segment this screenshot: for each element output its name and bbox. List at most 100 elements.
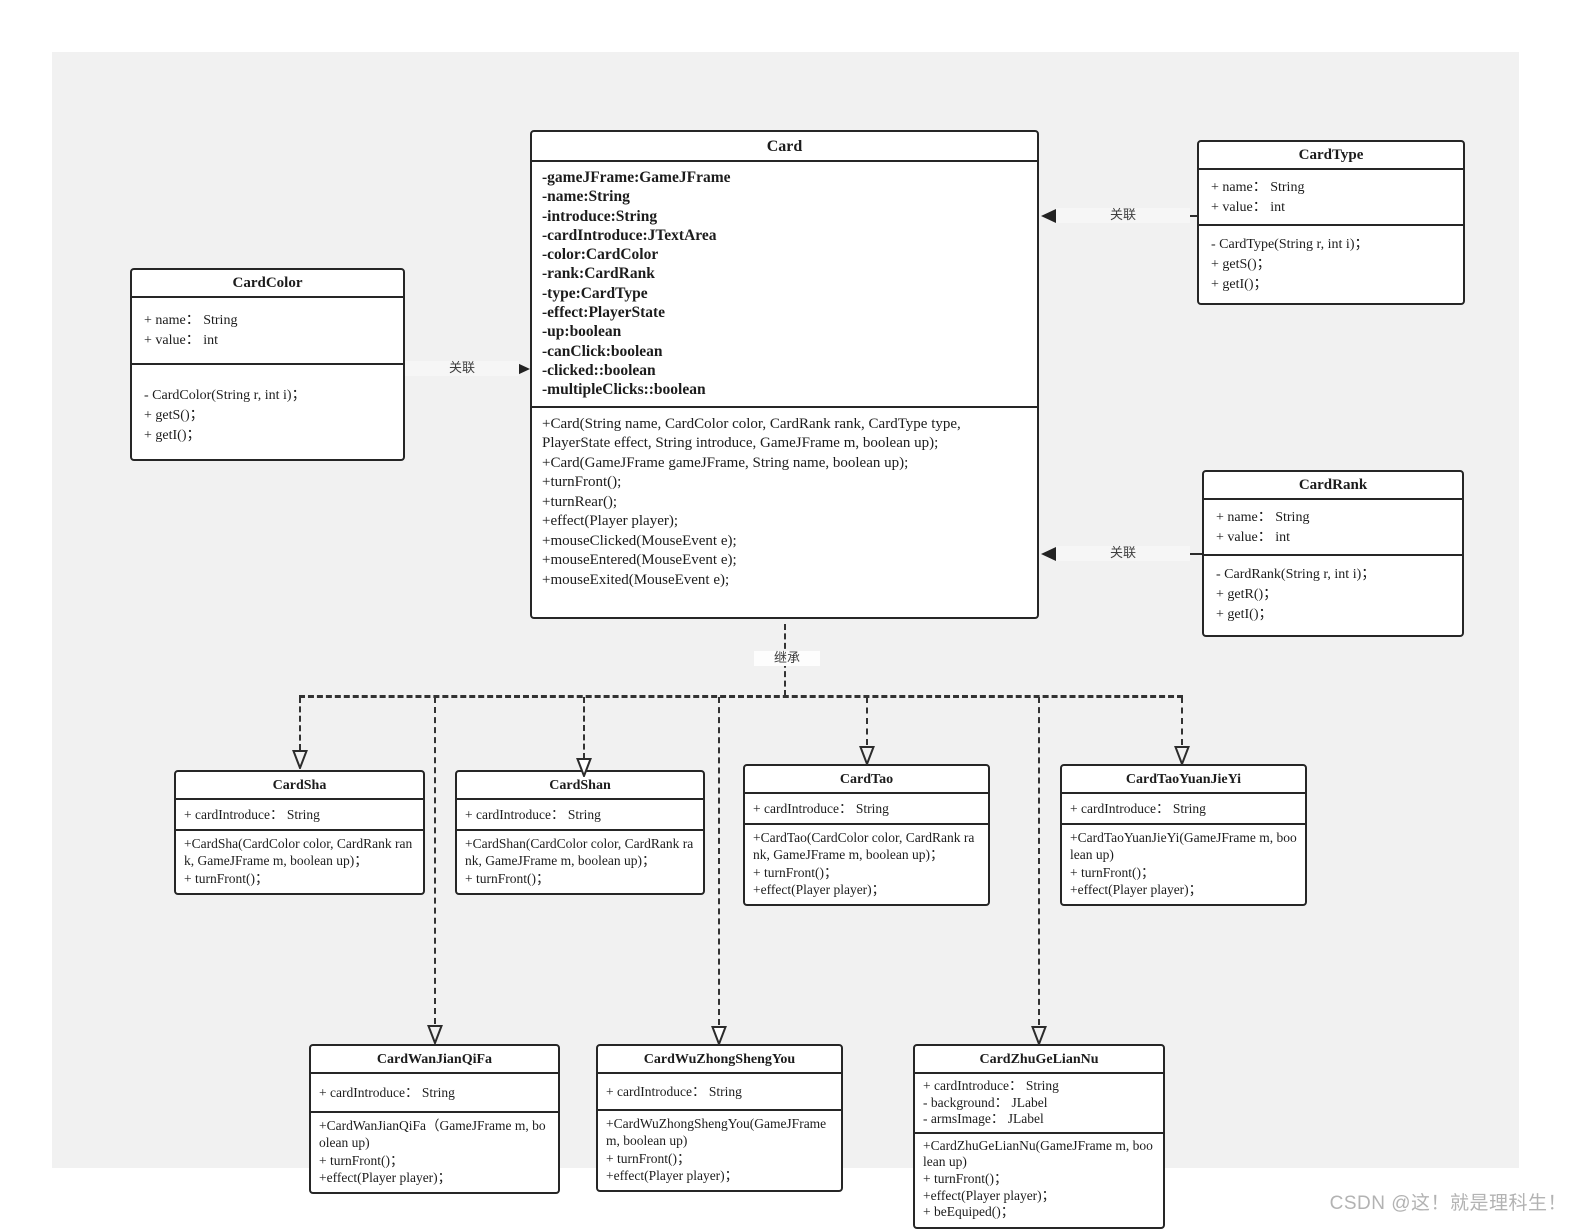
class-cardtype-attributes: + name： String + value： int — [1199, 170, 1463, 226]
method-line: +mouseEntered(MouseEvent e); — [542, 552, 737, 569]
class-cardtao-title: CardTao — [745, 766, 988, 794]
method-line: +CardZhuGeLianNu(GameJFrame m, boolean u… — [923, 1137, 1153, 1170]
method-line: +turnRear(); — [542, 493, 618, 510]
attribute-line: -rank:CardRank — [542, 265, 655, 283]
class-cardcolor-attributes: + name： String+ value： int — [132, 298, 403, 365]
class-cardtype-methods: - CardType(String r, int i)；+ getS()；+ g… — [1199, 226, 1463, 303]
class-cardwanjianqifa-methods: +CardWanJianQiFa（GameJFrame m, boolean u… — [311, 1113, 558, 1192]
class-cardtao: CardTao + cardIntroduce： String +CardTao… — [743, 764, 990, 907]
class-cardrank-attributes: + name： String + value： int — [1204, 500, 1462, 556]
method-line: +effect(Player player)； — [319, 1169, 452, 1185]
attribute-line: + value： int — [144, 333, 218, 348]
class-cardzhugeliannu-attributes: + cardIntroduce： String- background： JLa… — [915, 1074, 1163, 1134]
method-line: + turnFront()； — [1070, 864, 1155, 880]
method-line: +mouseExited(MouseEvent e); — [542, 571, 730, 588]
association-label: 关联 — [405, 361, 519, 376]
attribute-line: - background： JLabel — [923, 1094, 1048, 1110]
inheritance-drop-cardshan — [583, 697, 585, 759]
method-line: + beEquiped()； — [923, 1204, 1015, 1220]
class-card: Card -gameJFrame:GameJFrame-name:String-… — [530, 130, 1039, 619]
method-line: +effect(Player player); — [542, 513, 679, 530]
class-cardzhugeliannu-title: CardZhuGeLianNu — [915, 1046, 1163, 1074]
attribute-line: + cardIntroduce： String — [319, 1085, 455, 1100]
class-cardshan-title: CardShan — [457, 772, 703, 800]
attribute-line: -color:CardColor — [542, 246, 659, 264]
method-line: + turnFront()； — [465, 870, 550, 886]
method-line: + turnFront()； — [606, 1150, 691, 1166]
class-cardsha-methods: +CardSha(CardColor color, CardRank rank,… — [176, 831, 423, 893]
class-cardwanjianqifa-attributes: + cardIntroduce： String — [311, 1074, 558, 1114]
inheritance-arrow-icon — [292, 750, 308, 769]
method-line: +CardSha(CardColor color, CardRank rank,… — [184, 836, 413, 869]
class-cardtype-title: CardType — [1199, 142, 1463, 170]
attribute-line: - armsImage： JLabel — [923, 1111, 1044, 1127]
method-line: + turnFront()； — [753, 864, 838, 880]
attribute-line: -type:CardType — [542, 284, 648, 302]
class-card-methods: +Card(String name, CardColor color, Card… — [532, 408, 1037, 617]
class-cardwanjianqifa-title: CardWanJianQiFa — [311, 1046, 558, 1074]
attribute-line: + value： int — [1211, 200, 1285, 215]
method-line: - CardColor(String r, int i)； — [144, 388, 306, 403]
attribute-line: -effect:PlayerState — [542, 304, 666, 322]
method-line: +effect(Player player)； — [923, 1187, 1056, 1203]
attribute-line: + name： String — [1211, 180, 1305, 195]
attribute-line: + value： int — [1216, 530, 1290, 545]
class-cardcolor-title: CardColor — [132, 270, 403, 298]
diagram-canvas: Card -gameJFrame:GameJFrame-name:String-… — [52, 52, 1519, 1229]
inheritance-drop-cardtao — [866, 697, 868, 745]
method-line: +effect(Player player)； — [753, 881, 886, 897]
attribute-line: -clicked::boolean — [542, 361, 656, 379]
class-cardwuzhongshengyou-title: CardWuZhongShengYou — [598, 1046, 841, 1074]
inheritance-arrow-icon — [711, 1026, 727, 1045]
attribute-line: + cardIntroduce： String — [753, 801, 889, 816]
attribute-line: + cardIntroduce： String — [606, 1084, 742, 1099]
association-arrow-icon — [1041, 209, 1056, 223]
class-cardtao-attributes: + cardIntroduce： String — [745, 794, 988, 826]
method-line: + getS()； — [1211, 257, 1271, 272]
association-label: 关联 — [1056, 546, 1190, 561]
attribute-line: -introduce:String — [542, 207, 658, 225]
class-cardtao-methods: +CardTao(CardColor color, CardRank rank,… — [745, 825, 988, 904]
class-cardcolor: CardColor + name： String+ value： int - C… — [130, 268, 405, 461]
class-cardtaoyuanjieyi-methods: +CardTaoYuanJieYi(GameJFrame m, boolean … — [1062, 825, 1305, 904]
attribute-line: -name:String — [542, 188, 630, 206]
method-line: + getR()； — [1216, 587, 1278, 602]
inheritance-drop-cardwanjianqifa — [434, 697, 436, 1024]
method-line: +mouseClicked(MouseEvent e); — [542, 532, 737, 549]
inheritance-arrow-icon — [1174, 746, 1190, 765]
method-line: +CardWanJianQiFa（GameJFrame m, boolean u… — [319, 1118, 546, 1151]
class-cardwuzhongshengyou-attributes: + cardIntroduce： String — [598, 1074, 841, 1112]
method-line: + turnFront()； — [184, 870, 269, 886]
class-cardtaoyuanjieyi-title: CardTaoYuanJieYi — [1062, 766, 1305, 794]
attribute-line: -canClick:boolean — [542, 342, 663, 360]
inheritance-arrow-icon — [576, 758, 592, 777]
class-cardwanjianqifa: CardWanJianQiFa + cardIntroduce： String … — [309, 1044, 560, 1195]
inheritance-drop-cardwuzhongshengyou — [718, 697, 720, 1025]
class-cardwuzhongshengyou: CardWuZhongShengYou + cardIntroduce： Str… — [596, 1044, 843, 1193]
inheritance-arrow-icon — [1031, 1026, 1047, 1045]
attribute-line: -up:boolean — [542, 323, 622, 341]
class-cardtaoyuanjieyi: CardTaoYuanJieYi + cardIntroduce： String… — [1060, 764, 1307, 907]
attribute-line: + cardIntroduce： String — [923, 1078, 1059, 1093]
method-line: +CardWuZhongShengYou(GameJFrame m, boole… — [606, 1116, 830, 1149]
class-cardtaoyuanjieyi-attributes: + cardIntroduce： String — [1062, 794, 1305, 826]
csdn-watermark: CSDN @这！就是理科生！ — [1329, 1193, 1567, 1214]
class-cardsha-title: CardSha — [176, 772, 423, 800]
class-cardtype: CardType + name： String + value： int - Ca… — [1197, 140, 1465, 305]
method-line: + getI()； — [144, 428, 201, 443]
association-arrow-icon — [1041, 547, 1056, 561]
method-line: +effect(Player player)； — [1070, 881, 1203, 897]
method-line: + turnFront()； — [319, 1152, 404, 1168]
attribute-line: -multipleClicks::boolean — [542, 381, 706, 399]
class-cardshan: CardShan + cardIntroduce： String +CardSh… — [455, 770, 705, 895]
class-cardzhugeliannu-methods: +CardZhuGeLianNu(GameJFrame m, boolean u… — [915, 1134, 1163, 1227]
method-line: +CardTaoYuanJieYi(GameJFrame m, boolean … — [1070, 830, 1297, 863]
attribute-line: + name： String — [1216, 510, 1310, 525]
class-cardwuzhongshengyou-methods: +CardWuZhongShengYou(GameJFrame m, boole… — [598, 1111, 841, 1190]
method-line: +CardTao(CardColor color, CardRank rank,… — [753, 830, 975, 863]
method-line: +turnFront(); — [542, 474, 622, 491]
class-cardrank-methods: - CardRank(String r, int i)；+ getR()；+ g… — [1204, 556, 1462, 635]
inheritance-drop-cardtaoyuanjieyi — [1181, 697, 1183, 745]
attribute-line: + cardIntroduce： String — [184, 807, 320, 822]
association-label: 关联 — [1056, 208, 1190, 223]
